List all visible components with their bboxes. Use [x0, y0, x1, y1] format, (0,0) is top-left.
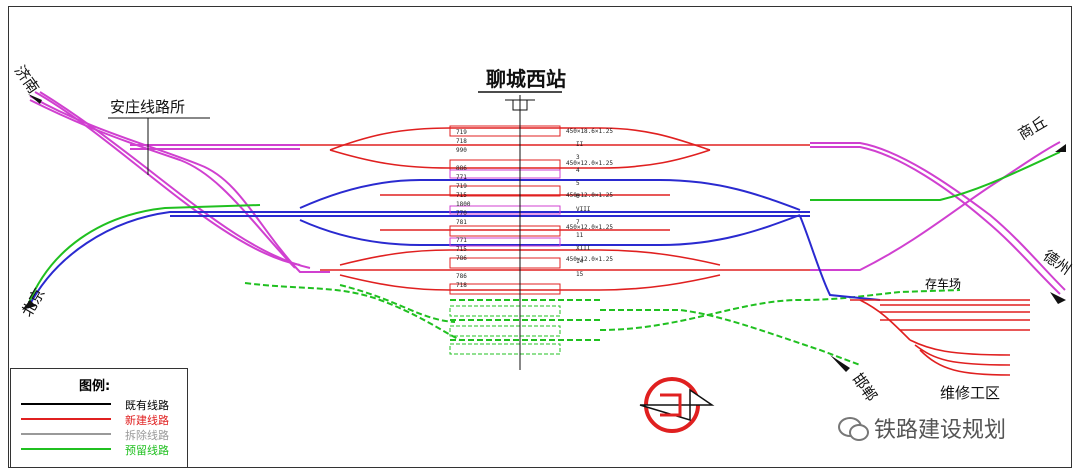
watermark-text: 铁路建设规划	[874, 418, 1007, 443]
station-title: 聊城西站	[486, 67, 566, 91]
beijing-label: 北京	[18, 285, 49, 320]
track-number: 771	[456, 174, 467, 181]
platform-dim: 450×12.0×1.25	[566, 224, 613, 231]
legend-swatch	[21, 403, 111, 405]
track-number: 771	[456, 237, 467, 244]
jinan-label: 济南	[11, 62, 43, 97]
wechat-icon	[838, 415, 869, 441]
legend-label: 既有线路	[125, 399, 169, 412]
track-number: 719	[456, 129, 467, 136]
track-roman: 5	[576, 180, 580, 187]
track-number: 718	[456, 138, 467, 145]
green-lines	[27, 151, 1061, 366]
handan-label: 邯郸	[849, 370, 881, 405]
legend-item: 既有线路	[21, 397, 181, 412]
legend-swatch	[21, 418, 111, 420]
blue-lines	[27, 179, 881, 309]
legend-item: 预留线路	[21, 442, 181, 457]
track-number: 715	[456, 192, 467, 199]
platform-dim: 450×12.0×1.25	[566, 192, 613, 199]
track-labels-left: 719 718 990 886 771 719 715 1800 770 781 771 715 786…	[456, 129, 471, 289]
track-roman: VIII	[576, 206, 591, 213]
legend-label: 拆除线路	[125, 429, 169, 442]
track-roman: 4	[576, 167, 580, 174]
anzhuang-label: 安庄线路所	[110, 98, 185, 116]
legend-swatch	[21, 433, 111, 435]
track-number: 786	[456, 273, 467, 280]
track-roman: XIII	[576, 245, 591, 252]
station-building	[505, 95, 535, 370]
station-platforms-green	[449, 305, 561, 355]
dezhou-label: 德州	[1040, 247, 1075, 279]
platform-dim: 450×18.6×1.25	[566, 128, 613, 135]
track-roman: 14	[576, 258, 584, 265]
track-roman: 6	[576, 193, 580, 200]
legend-label: 新建线路	[125, 414, 169, 427]
platform-dim: 450×12.0×1.25	[566, 256, 613, 263]
shangqiu-label: 商丘	[1015, 113, 1050, 144]
track-number: 719	[456, 183, 467, 190]
track-roman: 15	[576, 271, 584, 278]
track-number: 770	[456, 210, 467, 217]
platform-dim: 450×12.0×1.25	[566, 160, 613, 167]
track-roman: 11	[576, 232, 584, 239]
track-number: 715	[456, 246, 467, 253]
diagram-frame	[8, 6, 1072, 468]
track-roman: II	[576, 141, 584, 148]
legend-item: 新建线路	[21, 412, 181, 427]
track-number: 786	[456, 255, 467, 262]
end-arrows	[22, 94, 1066, 372]
cunche-label: 存车场	[925, 276, 961, 291]
track-number: 886	[456, 165, 467, 172]
track-number: 990	[456, 147, 467, 154]
watermark: 铁路建设规划	[838, 412, 1006, 444]
weihai-label: 维修工区	[940, 384, 1000, 402]
track-roman: 7	[576, 219, 580, 226]
track-number: 1800	[456, 201, 471, 208]
magenta-lines	[29, 91, 1066, 295]
legend-item: 拆除线路	[21, 427, 181, 442]
red-lines	[300, 127, 1030, 376]
railway-logo-icon	[639, 377, 715, 433]
legend-label: 预留线路	[125, 444, 169, 457]
station-platforms-magenta	[449, 169, 561, 247]
legend: 图例: 既有线路新建线路拆除线路预留线路	[10, 368, 188, 468]
legend-heading: 图例:	[79, 379, 111, 394]
track-roman: 3	[576, 154, 580, 161]
legend-swatch	[21, 448, 111, 450]
track-number: 718	[456, 282, 467, 289]
track-number: 781	[456, 219, 467, 226]
